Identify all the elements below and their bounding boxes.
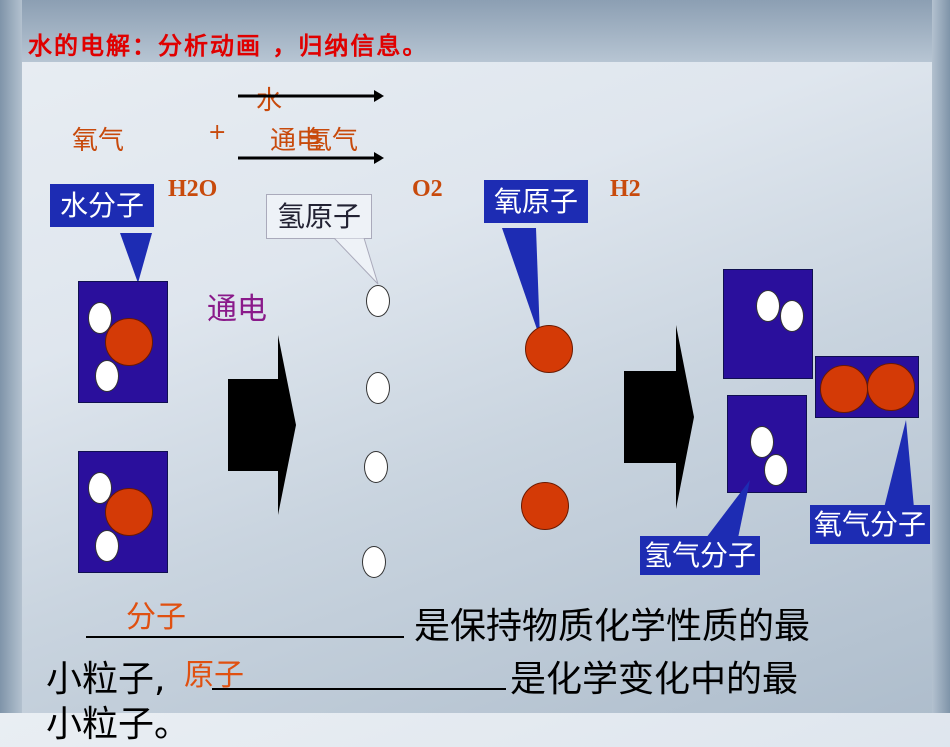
equation-hydrogen: 氢气 xyxy=(306,126,359,156)
slide-frame-top xyxy=(0,0,950,62)
callout-water-molecule: 水分子 xyxy=(50,184,155,227)
equation-oxygen: 氧气 xyxy=(72,126,125,156)
answer-molecule: 分子 xyxy=(126,600,186,635)
statement-line-2: 是化学变化中的最 xyxy=(510,659,799,700)
hydrogen-atom xyxy=(780,300,804,332)
statement-line-3: 小粒子。 xyxy=(46,704,191,745)
process-label: 通电 xyxy=(207,292,267,327)
hydrogen-molecule-box xyxy=(723,269,813,379)
oxygen-atom xyxy=(820,365,868,413)
hydrogen-atom xyxy=(95,360,119,392)
callout-oxygen-molecule: 氧气分子 xyxy=(810,505,931,544)
equation-plus: + xyxy=(208,120,227,145)
callout-hydrogen-tail xyxy=(333,238,379,285)
hydrogen-atom xyxy=(750,426,774,458)
callout-oxygen-tail xyxy=(502,228,540,338)
formula-water: H2O xyxy=(168,176,218,202)
callout-oxygen-molecule-tail xyxy=(884,420,914,508)
answer-atom: 原子 xyxy=(184,658,244,693)
water-molecule-box xyxy=(78,451,168,573)
process-arrow-icon xyxy=(228,335,296,515)
hydrogen-atom xyxy=(366,372,390,404)
hydrogen-atom xyxy=(362,546,386,578)
oxygen-molecule-box xyxy=(815,356,919,418)
blank-line-2 xyxy=(212,688,506,690)
hydrogen-atom xyxy=(756,290,780,322)
oxygen-atom xyxy=(521,482,569,530)
callout-oxygen-atom: 氧原子 xyxy=(484,180,589,223)
hydrogen-atom xyxy=(366,285,390,317)
water-molecule-box xyxy=(78,281,168,403)
statement-line-2-prefix: 小粒子, xyxy=(46,659,166,700)
callout-water-tail xyxy=(120,233,152,283)
equation-top-word: 水 xyxy=(256,86,283,116)
oxygen-atom xyxy=(105,318,153,366)
oxygen-atom xyxy=(525,325,573,373)
oxygen-atom xyxy=(867,363,915,411)
formula-oxygen: O2 xyxy=(412,176,443,202)
hydrogen-molecule-box xyxy=(727,395,807,493)
oxygen-atom xyxy=(105,488,153,536)
equation-condition: 通电 xyxy=(270,126,323,156)
slide-frame-left xyxy=(0,0,22,713)
callout-hydrogen-molecule: 氢气分子 xyxy=(640,536,761,575)
blank-line-1 xyxy=(86,636,404,638)
callout-hydrogen-molecule-tail xyxy=(706,480,750,538)
process-arrow-icon xyxy=(624,325,694,509)
slide-frame-right xyxy=(932,0,950,713)
statement-line-1: 是保持物质化学性质的最 xyxy=(414,606,811,647)
equation-arrows xyxy=(238,90,384,164)
callout-hydrogen-atom: 氢原子 xyxy=(266,194,373,239)
hydrogen-atom xyxy=(95,530,119,562)
slide-title: 水的电解：分析动画 ，归纳信息。 xyxy=(28,32,429,60)
hydrogen-atom xyxy=(364,451,388,483)
formula-hydrogen: H2 xyxy=(610,176,641,202)
hydrogen-atom xyxy=(764,454,788,486)
